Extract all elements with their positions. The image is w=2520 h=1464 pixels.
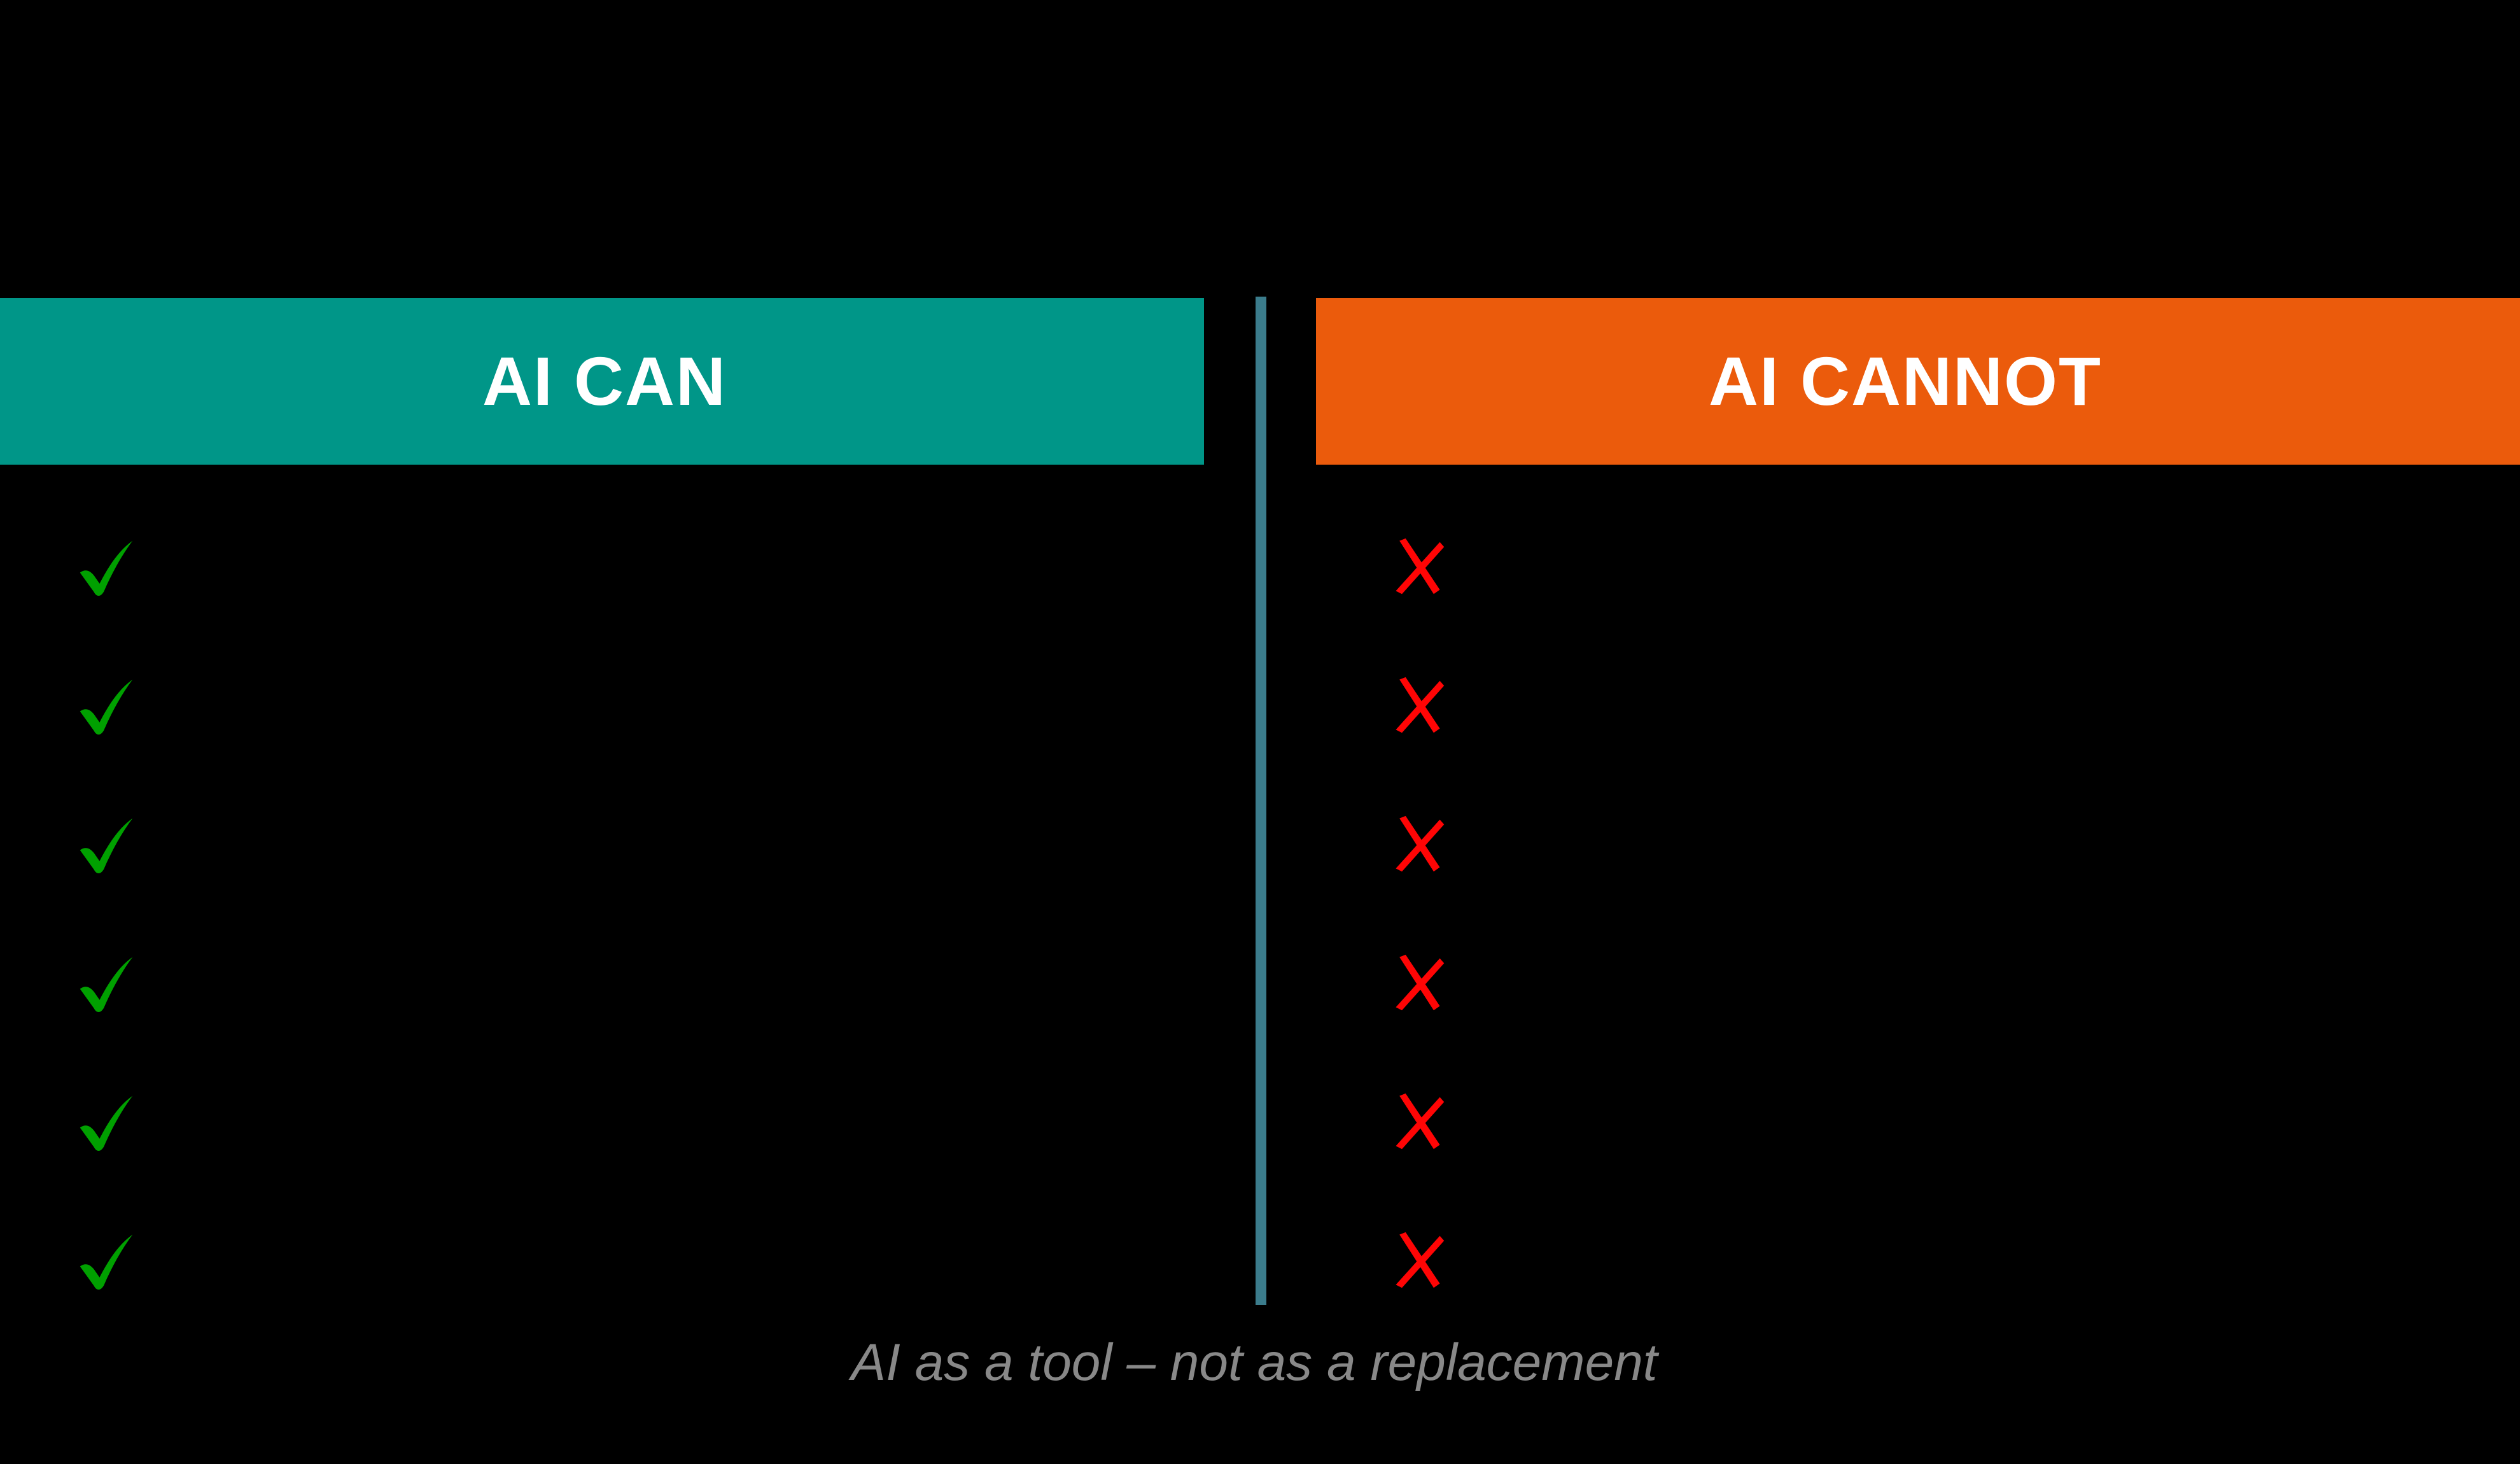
list-item: [76, 950, 1196, 1088]
list-item: [76, 1088, 1196, 1227]
check-icon: [80, 818, 133, 873]
list-item: [76, 811, 1196, 950]
check-icon: [80, 679, 133, 735]
check-icon: [80, 1095, 133, 1151]
cross-icon: [1396, 1093, 1445, 1150]
vertical-divider: [1256, 297, 1266, 1305]
list-item: [1387, 533, 2507, 672]
list-item: [76, 1227, 1196, 1366]
column-header-ai-can: AI CAN: [0, 298, 1204, 465]
list-item: [1387, 1088, 2507, 1227]
column-header-ai-cannot: AI CANNOT: [1316, 298, 2520, 465]
footer-caption: AI as a tool – not as a replacement: [0, 1337, 2520, 1389]
column-header-label-ai-cannot: AI CANNOT: [1709, 342, 2102, 419]
list-item: [1387, 811, 2507, 950]
cross-icon: [1396, 538, 1445, 595]
list-item: [76, 672, 1196, 811]
list-ai-cannot: [1387, 533, 2507, 1366]
cross-icon: [1396, 954, 1445, 1011]
check-icon: [80, 540, 133, 596]
list-ai-can: [76, 533, 1196, 1366]
list-item: [1387, 950, 2507, 1088]
list-item: [1387, 672, 2507, 811]
list-item: [1387, 1227, 2507, 1366]
check-icon: [80, 957, 133, 1012]
check-icon: [80, 1234, 133, 1290]
column-header-label-ai-can: AI CAN: [482, 342, 727, 419]
cross-icon: [1396, 1232, 1445, 1288]
cross-icon: [1396, 815, 1445, 872]
footer-caption-text: AI as a tool – not as a replacement: [851, 1334, 1658, 1391]
list-item: [76, 533, 1196, 672]
cross-icon: [1396, 677, 1445, 733]
